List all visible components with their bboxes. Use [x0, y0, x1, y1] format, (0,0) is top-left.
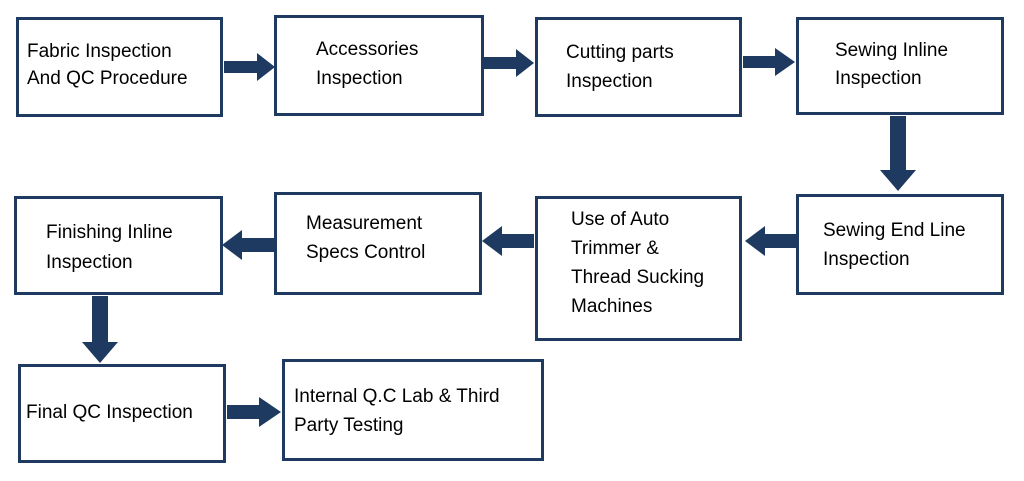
arrow-auto-trimmer-to-measurement: [482, 226, 534, 256]
arrow-measurement-to-finishing: [222, 230, 274, 260]
fabric-label-line2: And QC Procedure: [27, 68, 188, 89]
fabric-label-line1: Fabric Inspection: [27, 41, 172, 62]
sewing-inline-label-line1: Sewing Inline: [835, 40, 949, 61]
arrow-end-line-to-auto-trimmer: [745, 226, 797, 256]
arrow-finishing-to-final-qc: [82, 296, 118, 363]
step-final-qc-inspection: [18, 364, 226, 463]
accessories-label-line2: Inspection: [316, 68, 403, 89]
sewing-endline-label-line1: Sewing End Line: [823, 220, 966, 241]
step-internal-lab-testing: [282, 359, 544, 461]
step-sewing-inline-inspection: [796, 17, 1004, 115]
measurement-label-line2: Specs Control: [306, 242, 426, 263]
step-finishing-inline-inspection: [14, 196, 223, 295]
lab-testing-label-line2: Party Testing: [294, 415, 404, 436]
step-measurement-specs: [274, 192, 482, 295]
step-accessories-inspection: [274, 15, 484, 116]
final-qc-label: Final QC Inspection: [26, 402, 193, 423]
arrow-final-qc-to-lab-testing: [227, 397, 281, 427]
arrow-fabric-to-accessories: [224, 53, 275, 81]
step-fabric-inspection: [16, 17, 223, 117]
step-auto-trimmer: [535, 196, 742, 341]
measurement-label-line1: Measurement: [306, 213, 423, 234]
step-cutting-parts-inspection: [535, 17, 742, 117]
auto-trimmer-label-line3: Thread Sucking: [571, 267, 705, 288]
sewing-endline-label-line2: Inspection: [823, 249, 910, 270]
arrow-cutting-to-sewing-inline: [743, 48, 795, 76]
cutting-label-line2: Inspection: [566, 71, 653, 92]
arrow-accessories-to-cutting: [483, 49, 534, 77]
auto-trimmer-label-line4: Machines: [571, 296, 653, 317]
arrow-sewing-inline-to-end-line: [880, 116, 916, 191]
finishing-label-line2: Inspection: [46, 252, 133, 273]
auto-trimmer-label-line1: Use of Auto: [571, 209, 670, 230]
sewing-inline-label-line2: Inspection: [835, 68, 922, 89]
finishing-label-line1: Finishing Inline: [46, 222, 173, 243]
lab-testing-label-line1: Internal Q.C Lab & Third: [294, 386, 500, 407]
cutting-label-line1: Cutting parts: [566, 42, 674, 63]
step-sewing-end-line-inspection: [796, 194, 1004, 295]
auto-trimmer-label-line2: Trimmer &: [571, 238, 659, 259]
accessories-label-line1: Accessories: [316, 39, 419, 60]
